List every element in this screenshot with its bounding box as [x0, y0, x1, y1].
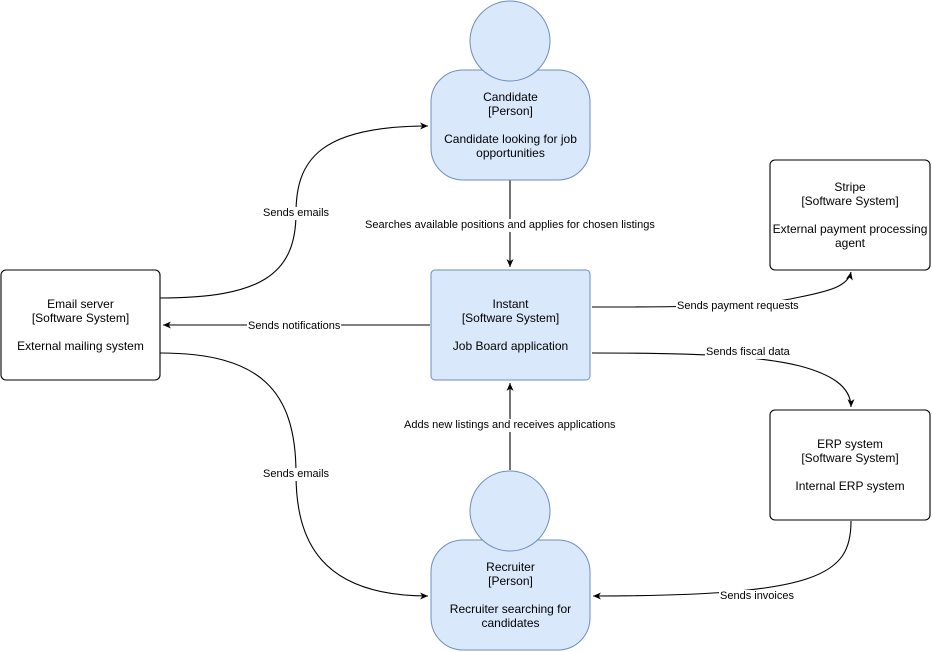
edge-label-instant-to-erp: Sends fiscal data: [705, 346, 791, 359]
edge-label-recruiter-to-instant: Adds new listings and receives applicati…: [403, 419, 617, 432]
recruiter-head: [469, 470, 551, 552]
edge-label-email-to-recruiter: Sends emails: [262, 468, 331, 481]
edge-label-instant-to-email: Sends notifications: [247, 320, 342, 333]
edge-label-instant-to-stripe: Sends payment requests: [676, 300, 800, 313]
email-server-box[interactable]: [0, 269, 161, 381]
edge-label-candidate-to-instant: Searches available positions and applies…: [364, 219, 656, 232]
edge-label-erp-to-recruiter: Sends invoices: [719, 590, 795, 603]
edge-erp-to-recruiter: [592, 520, 852, 600]
instant-system-box[interactable]: [430, 269, 591, 381]
erp-box[interactable]: [769, 409, 931, 521]
candidate-head: [469, 0, 551, 82]
stripe-box[interactable]: [769, 159, 931, 271]
edge-instant-to-erp: [591, 352, 855, 408]
candidate-person-shape[interactable]: [430, 0, 591, 181]
recruiter-body: [430, 539, 591, 651]
candidate-body: [430, 69, 591, 181]
edge-label-email-to-candidate: Sends emails: [262, 207, 331, 220]
recruiter-person-shape[interactable]: [430, 470, 591, 651]
